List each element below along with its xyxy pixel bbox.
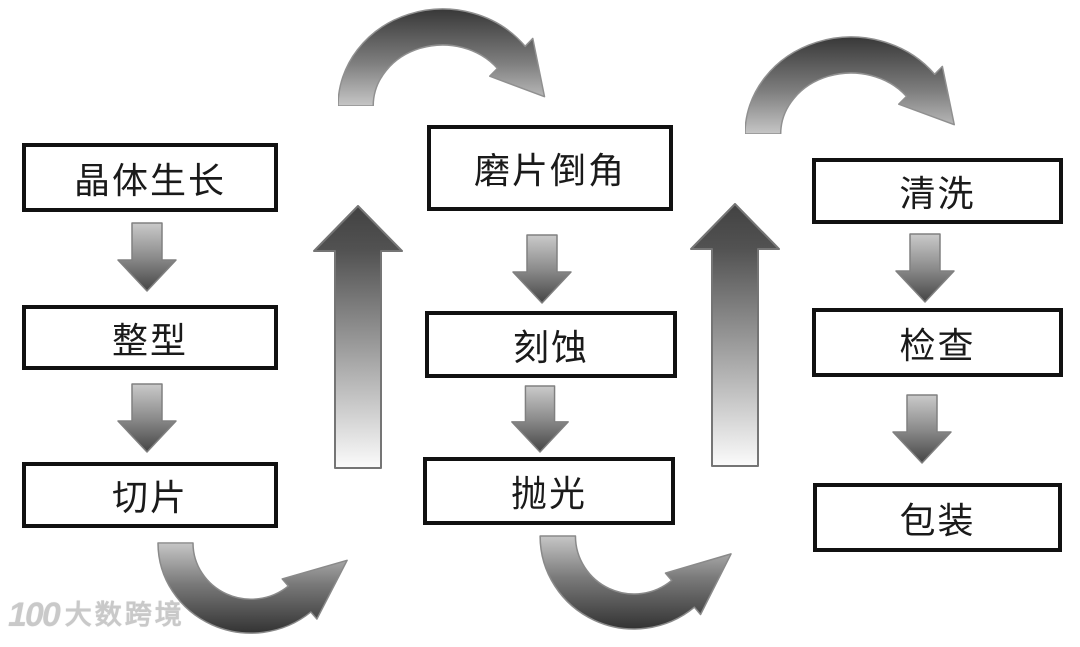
- process-box-cleaning: 清洗: [812, 158, 1063, 224]
- large-up-arrow-icon-col1-col2: [313, 205, 403, 469]
- large-up-arrow-icon-col2-col3: [690, 203, 780, 467]
- u-arrow-icon-bottom-col1-col2: [157, 542, 348, 634]
- process-box-shaping: 整型: [22, 305, 278, 370]
- process-box-slicing: 切片: [22, 462, 278, 528]
- process-box-lapping-chamfering: 磨片倒角: [427, 125, 673, 211]
- process-box-packaging: 包装: [813, 483, 1062, 552]
- watermark-text: 大数跨境: [64, 599, 185, 630]
- down-arrow-icon-inspection-to-packaging: [892, 394, 952, 464]
- process-box-etching: 刻蚀: [425, 311, 677, 378]
- down-arrow-icon-lapping-to-etching: [512, 234, 572, 304]
- down-arrow-icon-cleaning-to-inspection: [895, 233, 955, 303]
- process-box-crystal-growth: 晶体生长: [22, 143, 278, 212]
- watermark-logo-icon: 100: [8, 596, 61, 634]
- down-arrow-icon-etching-to-polishing: [511, 385, 569, 453]
- arc-arrow-icon-top-col1-col2: [338, 8, 546, 106]
- u-arrow-icon-bottom-col2-col3: [539, 535, 732, 630]
- down-arrow-icon-crystal-to-shaping: [117, 222, 177, 292]
- process-box-polishing: 抛光: [423, 457, 675, 525]
- arc-arrow-icon-top-col2-col3: [745, 36, 956, 134]
- process-box-inspection: 检查: [812, 308, 1063, 377]
- down-arrow-icon-shaping-to-slicing: [117, 383, 177, 453]
- watermark: 100 大数跨境: [8, 598, 185, 632]
